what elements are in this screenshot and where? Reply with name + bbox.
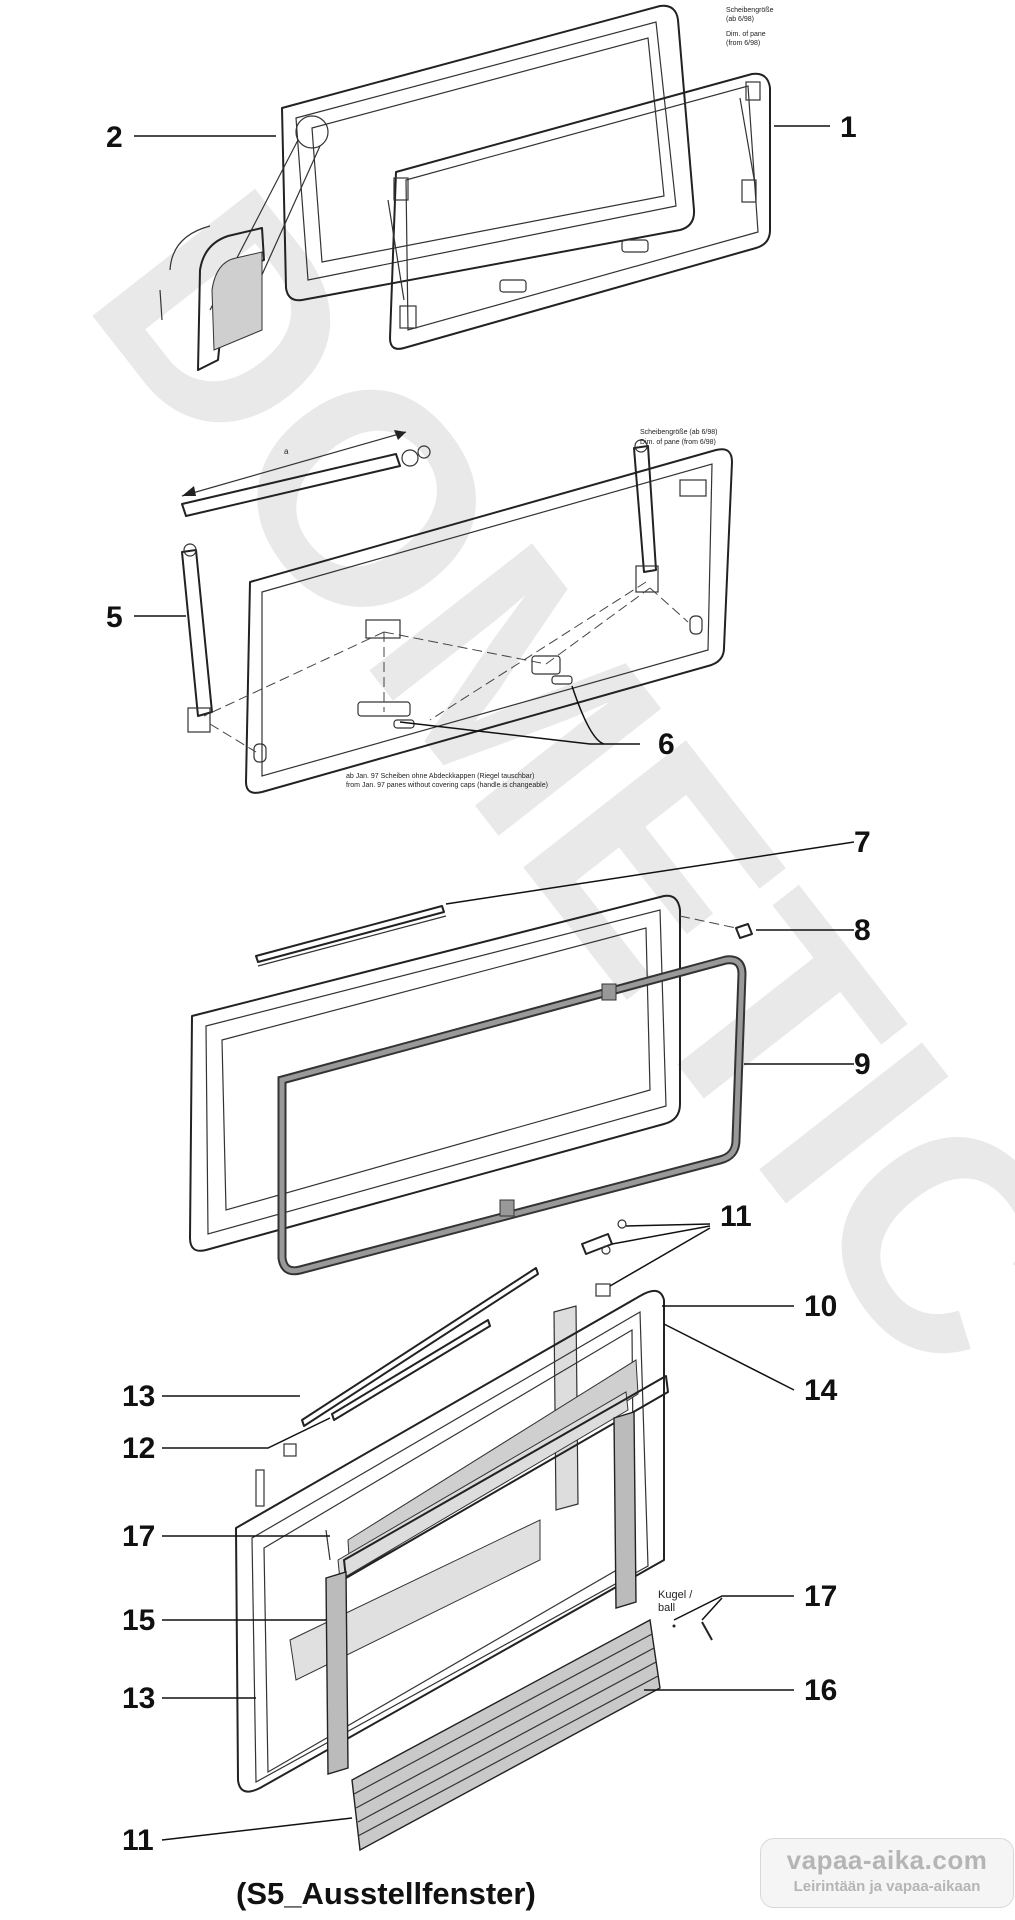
clip-part: [735, 923, 753, 939]
detail-circle: [295, 115, 329, 149]
blind-assembly: Kugel / ball: [235, 1267, 713, 1852]
callout-12: 12: [122, 1432, 155, 1465]
callout-11-bottom: 11: [122, 1824, 154, 1857]
callout-2: 2: [106, 121, 123, 154]
pane-size-note-mid-1: Scheibengröße (ab 6/98): [640, 429, 717, 436]
diagram-caption: (S5_Ausstellfenster): [236, 1876, 536, 1911]
site-logo: vapaa-aika.com Leirintään ja vapaa-aikaa…: [760, 1838, 1014, 1908]
guide-rod-13: [301, 1267, 539, 1427]
top-window-assembly: Scheibengröße (ab 6/98) Dim. of pane (fr…: [159, 4, 774, 371]
pane-size-note-top-2: (ab 6/98): [726, 16, 754, 23]
kugel-label-1: Kugel /: [658, 1589, 693, 1601]
callout-17-left: 17: [122, 1520, 155, 1553]
pane-size-note-top-1: Scheibengröße: [726, 7, 774, 14]
callout-15: 15: [122, 1604, 155, 1637]
callout-9: 9: [854, 1048, 871, 1081]
seal-strip: [255, 905, 445, 963]
callout-11-top: 11: [720, 1200, 752, 1233]
callout-13-top: 13: [122, 1380, 155, 1413]
callout-6: 6: [658, 728, 675, 761]
cassette-frame: [235, 1289, 665, 1793]
dimension-a: a: [284, 447, 289, 456]
middle-pane: [245, 448, 733, 794]
logo-line-1: vapaa-aika.com: [786, 1845, 988, 1875]
cord-rod-12: [331, 1319, 491, 1421]
callout-8: 8: [854, 914, 871, 947]
callout-13-bottom: 13: [122, 1682, 155, 1715]
pane-size-note-top-3: Dim. of pane: [726, 31, 766, 38]
watermark: DOMETIC: [30, 133, 1015, 1430]
middle-window-assembly: a Scheibengröße (ab 6/98) D: [181, 429, 733, 794]
callout-16: 16: [804, 1674, 837, 1707]
pleated-blind: [351, 1618, 661, 1852]
callout-5: 5: [106, 601, 123, 634]
watermark-text: DOMETIC: [30, 133, 1015, 1430]
callout-7: 7: [854, 826, 871, 859]
callout-numbers: 1 2 5 6 7 8 9 11 10 14 13 12 17 17 15 13…: [106, 111, 871, 1857]
callout-10: 10: [804, 1290, 837, 1323]
window-frame: [281, 4, 696, 302]
stay-arm-right: [633, 445, 657, 573]
pane-size-note-mid-2: Dim. of pane (from 6/98): [640, 439, 716, 446]
logo-line-2: Leirintään ja vapaa-aikaan: [793, 1878, 981, 1895]
note-line-1: ab Jan. 97 Scheiben ohne Abdeckkappen (R…: [346, 773, 534, 780]
frame-seal-assembly: [189, 894, 753, 1297]
pane-size-note-top-4: (from 6/98): [726, 40, 760, 47]
side-channel-15: [325, 1571, 349, 1775]
callout-14: 14: [804, 1374, 838, 1407]
note-line-2: from Jan. 97 panes without covering caps…: [346, 782, 548, 789]
outer-pane: [389, 72, 771, 350]
window-frame-outer: [189, 894, 681, 1252]
loose-stay-rod: [181, 453, 401, 517]
kugel-label-2: ball: [658, 1602, 675, 1614]
clips-11a: [581, 1233, 613, 1255]
leader-lines: [134, 125, 855, 1841]
ball-pin: [701, 1621, 713, 1641]
stay-arm-left: [181, 549, 213, 717]
callout-1: 1: [840, 111, 857, 144]
end-cap: [283, 1443, 297, 1457]
callout-17-right: 17: [804, 1580, 837, 1613]
